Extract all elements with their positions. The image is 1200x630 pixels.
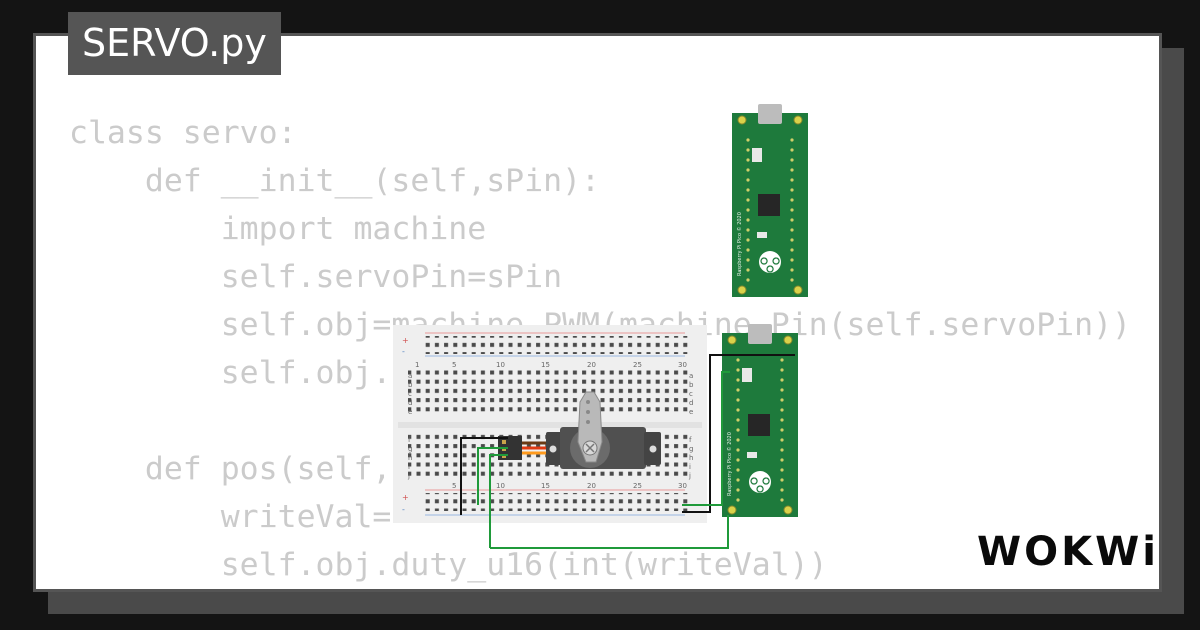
code-line: def pos(self,	[69, 451, 392, 487]
row-label: b	[689, 381, 694, 389]
wire-black-gnd[interactable]	[682, 354, 795, 513]
col-label: 20	[587, 482, 596, 490]
col-label: 15	[541, 482, 550, 490]
row-label: b	[408, 381, 413, 389]
row-label: e	[689, 408, 693, 416]
row-label: i	[689, 463, 691, 471]
col-label: 5	[452, 361, 456, 369]
pico-board-bottom[interactable]: Raspberry Pi Pico © 2020	[722, 324, 798, 517]
bottom-power-rail	[422, 493, 688, 511]
col-label: 25	[633, 361, 642, 369]
col-label: 30	[678, 482, 687, 490]
row-label: j	[688, 472, 691, 480]
row-label: e	[408, 408, 412, 416]
row-label: h	[408, 454, 412, 462]
col-label: 5	[452, 482, 456, 490]
wire-green-gpio[interactable]	[490, 515, 729, 549]
row-label: a	[408, 372, 412, 380]
rail-minus-sign: -	[402, 347, 405, 356]
wire-black-servo-gnd[interactable]	[460, 437, 508, 515]
row-label: d	[408, 399, 412, 407]
pico-button	[752, 148, 762, 162]
row-label: f	[408, 436, 411, 444]
row-label: h	[689, 454, 693, 462]
col-label: 25	[633, 482, 642, 490]
row-label: j	[407, 472, 410, 480]
row-label: a	[689, 372, 693, 380]
pico-chip	[748, 414, 770, 436]
wire-green-servo-vcc[interactable]	[477, 447, 508, 505]
breadboard[interactable]: 1 5 10 15 20 25 30 5 10 15 20 25 30 a b …	[393, 325, 707, 523]
row-label: c	[408, 390, 412, 398]
row-label: c	[689, 390, 693, 398]
col-label: 10	[496, 361, 505, 369]
pico-chip	[758, 194, 780, 216]
rail-plus-sign: +	[402, 493, 409, 502]
pico-board-top[interactable]: Raspberry Pi Pico © 2020	[732, 104, 808, 297]
row-label: f	[689, 436, 692, 444]
row-label: g	[689, 445, 693, 453]
code-line: self.servoPin=sPin	[69, 259, 563, 295]
col-label: 15	[541, 361, 550, 369]
code-line: def __init__(self,sPin):	[69, 163, 601, 199]
code-line: self.obj.duty_u16(int(writeVal))	[69, 547, 828, 583]
rail-minus-sign: -	[402, 505, 405, 514]
file-title: SERVO.py	[68, 12, 281, 75]
row-label: d	[689, 399, 693, 407]
raspberry-logo-icon	[749, 471, 771, 493]
code-line: writeVal=	[69, 499, 392, 535]
col-label: 1	[415, 361, 419, 369]
col-label: 10	[496, 482, 505, 490]
pico-silkscreen: Raspberry Pi Pico © 2020	[736, 212, 743, 276]
usb-connector	[758, 104, 782, 124]
code-line: class servo:	[69, 115, 297, 151]
terminal-strip-top	[408, 370, 692, 416]
raspberry-logo-icon	[759, 251, 781, 273]
pico-button	[742, 368, 752, 382]
preview-card: class servo: def __init__(self,sPin): im…	[33, 33, 1162, 592]
rail-plus-sign: +	[402, 336, 409, 345]
code-line: self.obj.	[69, 355, 392, 391]
wire-green-servo-signal[interactable]	[489, 454, 508, 548]
wokwi-logo: WOKWi	[977, 529, 1159, 575]
wire-green-vbus[interactable]	[682, 371, 730, 506]
usb-connector	[748, 324, 772, 344]
row-label: i	[408, 463, 410, 471]
code-line: import machine	[69, 211, 487, 247]
row-label: g	[408, 445, 412, 453]
col-label: 30	[678, 361, 687, 369]
servo-motor[interactable]	[498, 391, 661, 469]
pico-silkscreen: Raspberry Pi Pico © 2020	[726, 432, 733, 496]
col-label: 20	[587, 361, 596, 369]
center-channel	[398, 422, 702, 428]
top-power-rail	[422, 336, 688, 354]
